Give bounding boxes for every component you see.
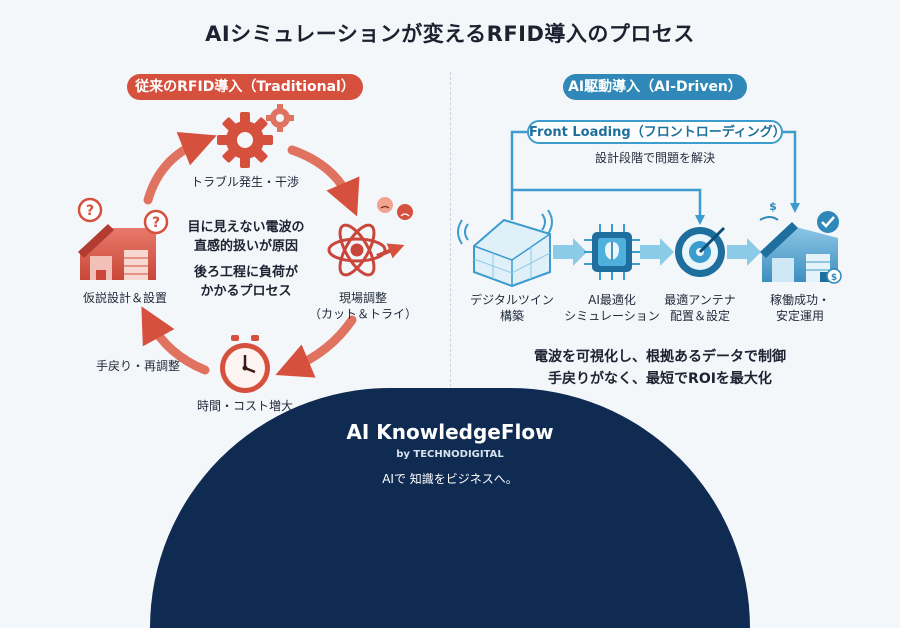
small-gear-icon xyxy=(266,104,294,132)
ai-driven-header: AI駆動導入（AI-Driven） xyxy=(563,74,747,100)
step-provisional-label: 仮説設計＆設置 xyxy=(82,291,167,305)
step-trouble-label: トラブル発生・干渉 xyxy=(190,175,299,189)
gear-icon xyxy=(217,112,273,168)
digital-twin-icon xyxy=(457,209,553,288)
antenna-target-icon xyxy=(675,226,726,277)
traditional-cycle-arrows xyxy=(141,131,360,378)
section-divider xyxy=(450,72,451,402)
ai-summary-line2: 手戻りがなく、最短でROIを最大化 xyxy=(548,371,772,387)
step-rework-label: 手戻り・再調整 xyxy=(95,359,180,373)
step-time-label: 時間・コスト増大 xyxy=(196,399,293,413)
step-success-line1: 稼働成功・ xyxy=(769,293,830,307)
arrow-to-trouble xyxy=(143,131,217,205)
front-loading-pill: Front Loading（フロントローディング） xyxy=(527,120,786,144)
ai-summary: 電波を可視化し、根拠あるデータで制御 手戻りがなく、最短でROIを最大化 xyxy=(500,346,820,390)
arrow-to-onsite xyxy=(287,145,360,217)
brand-tagline: AIで 知識をビジネスへ。 xyxy=(382,472,518,486)
step-ai-line1: AI最適化 xyxy=(588,293,636,307)
success-warehouse-icon: $ $ xyxy=(759,200,842,284)
step-twin-line2: 構築 xyxy=(499,309,524,323)
step-ai-label: AI最適化 シミュレーション xyxy=(560,292,664,324)
arrow-to-provisional xyxy=(141,306,210,375)
svg-text:$: $ xyxy=(769,200,777,213)
brand-byline: by TECHNODIGITAL xyxy=(396,449,504,460)
center-line3: 後ろ工程に負荷が xyxy=(193,265,298,280)
step-antenna-line1: 最適アンテナ xyxy=(664,293,736,307)
center-line1: 目に見えない電波の xyxy=(187,220,305,235)
front-loading-subtitle: 設計段階で問題を解決 xyxy=(594,151,715,165)
step-onsite-line1: 現場調整 xyxy=(338,291,387,305)
brand-name: AI KnowledgeFlow xyxy=(346,420,554,444)
warehouse-question-icon: ? ? xyxy=(77,197,169,280)
center-line2: 直感的扱いが原因 xyxy=(193,239,298,254)
svg-text:?: ? xyxy=(86,203,94,219)
step-twin-label: デジタルツイン 構築 xyxy=(462,292,562,324)
step-antenna-line2: 配置＆設定 xyxy=(669,309,730,323)
traditional-center-note: 目に見えない電波の 直感的扱いが原因 後ろ工程に負荷が かかるプロセス xyxy=(176,218,316,301)
page-title: AIシミュレーションが変えるRFID導入のプロセス xyxy=(205,22,695,46)
step-success-label: 稼働成功・ 安定運用 xyxy=(752,292,848,324)
svg-text:$: $ xyxy=(831,273,837,283)
traditional-header: 従来のRFID導入（Traditional） xyxy=(127,74,363,100)
diagram-graphics: ? ? xyxy=(77,104,842,393)
tangled-wave-icon xyxy=(327,223,405,277)
step-onsite-line2: （カット＆トライ） xyxy=(308,307,417,321)
svg-text:?: ? xyxy=(152,215,160,231)
ai-chip-icon xyxy=(584,224,640,280)
step-twin-line1: デジタルツイン xyxy=(470,293,554,307)
step-success-line2: 安定運用 xyxy=(775,309,824,323)
arrow-to-time xyxy=(275,315,357,378)
frustrated-face-icon xyxy=(377,197,413,220)
clock-icon xyxy=(220,335,270,393)
step-onsite-label: 現場調整 （カット＆トライ） xyxy=(308,290,418,322)
step-ai-line2: シミュレーション xyxy=(564,309,660,323)
ai-flow-arrows xyxy=(553,238,761,266)
step-antenna-label: 最適アンテナ 配置＆設定 xyxy=(652,292,748,324)
front-loading-lines xyxy=(510,130,800,225)
center-line4: かかるプロセス xyxy=(200,284,292,299)
ai-summary-line1: 電波を可視化し、根拠あるデータで制御 xyxy=(534,349,786,365)
